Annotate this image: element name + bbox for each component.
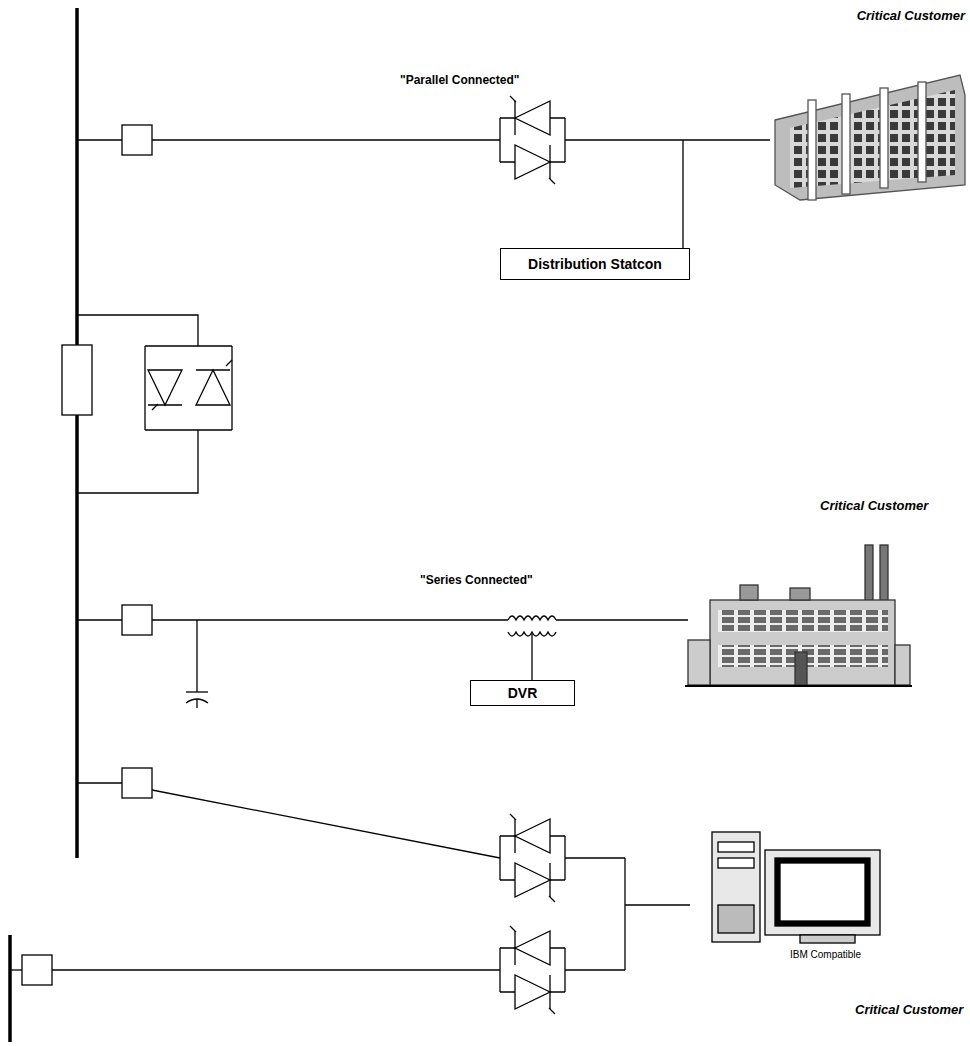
computer [712,832,880,943]
thyristor-part [549,178,555,184]
thyristor-part [549,896,555,902]
thyristor [515,975,550,1009]
breaker [122,125,152,155]
thyristor [148,370,182,405]
thyristor [515,931,550,965]
thyristor [515,819,550,853]
device-box: Distribution Statcon [500,248,690,280]
series-transformer [508,616,556,620]
device-box: DVR [470,680,575,706]
thyristor [515,101,550,135]
customer-label: Critical Customer [820,498,928,513]
thyristor-part [549,863,550,897]
second-bus [8,935,12,1042]
computer-label: IBM Compatible [790,949,861,960]
factory-building [685,545,912,686]
connection-label: "Series Connected" [420,573,533,587]
capacitor [186,691,208,692]
thyristor-part [549,145,550,179]
thyristor-part [564,836,565,880]
thyristor-part [549,1008,555,1014]
thyristor-part [510,926,516,932]
device-name: Distribution Statcon [528,256,662,272]
thyristor-part [499,118,500,162]
thyristor-part [564,948,565,992]
connection-label: "Parallel Connected" [400,73,519,87]
thyristor-part [514,931,515,965]
bus-breaker [62,345,92,415]
thyristor-part [514,101,515,135]
device-name: DVR [508,685,538,701]
thyristor-part [499,948,500,992]
thyristor [515,863,550,897]
thyristor-part [564,118,565,162]
thyristor-part [510,814,516,820]
customer-label: Critical Customer [855,1002,963,1017]
breaker [22,955,52,985]
main-bus [75,8,79,858]
thyristor-part [510,96,516,102]
thyristor-part [499,836,500,880]
breaker [122,768,152,798]
office-building [775,75,965,200]
thyristor [196,370,230,405]
thyristor-part [514,819,515,853]
breaker [122,605,152,635]
thyristor [515,145,550,179]
customer-label: Critical Customer [857,8,965,23]
thyristor-part [549,975,550,1009]
